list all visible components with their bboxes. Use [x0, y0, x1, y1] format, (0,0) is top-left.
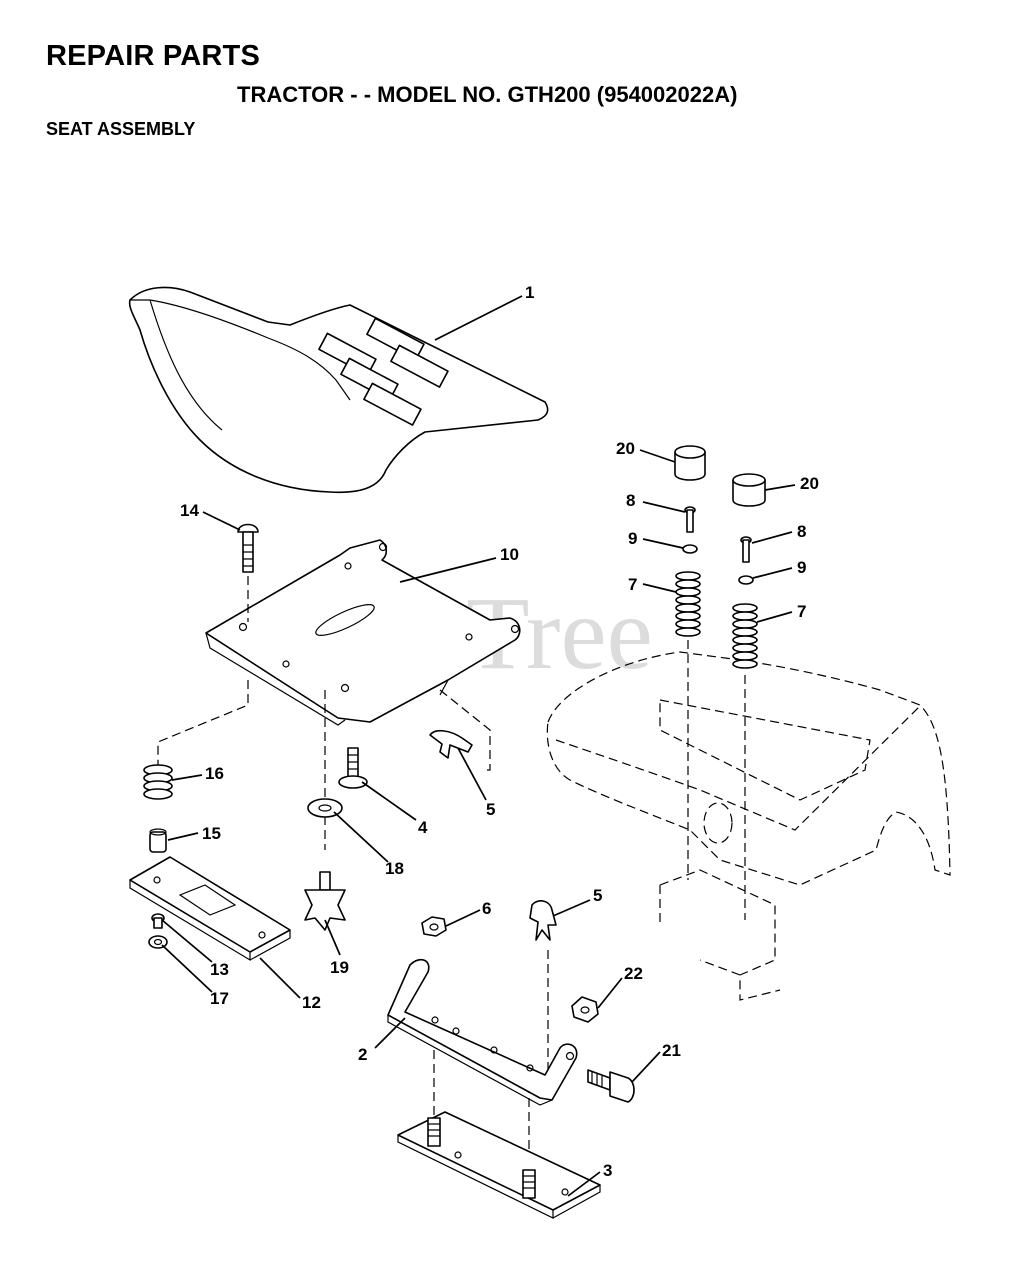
spring	[143, 764, 173, 800]
callout-5a: 5	[486, 800, 495, 819]
model-subtitle: TRACTOR - - MODEL NO. GTH200 (954002022A…	[237, 82, 738, 107]
callout-22: 22	[624, 964, 643, 983]
callout-1: 1	[525, 283, 534, 302]
callout-13: 13	[210, 960, 229, 979]
fender-outline	[546, 651, 951, 1001]
callout-17: 17	[210, 989, 229, 1008]
washer-left	[682, 544, 698, 554]
bolt-and-nut	[148, 913, 168, 949]
adjust-bracket	[129, 856, 291, 962]
bushing-left	[674, 445, 706, 481]
seat	[128, 286, 549, 494]
callout-15: 15	[202, 824, 221, 843]
nut	[421, 916, 447, 937]
seat-pan	[205, 539, 521, 726]
callout-6: 6	[482, 899, 491, 918]
callout-18: 18	[385, 859, 404, 878]
callout-2: 2	[358, 1045, 367, 1064]
callout-21: 21	[662, 1041, 681, 1060]
carriage-bolt	[237, 523, 259, 573]
pivot-bracket	[387, 958, 578, 1106]
coil-spring-left	[675, 571, 701, 637]
callout-12: 12	[302, 993, 321, 1012]
callout-8b: 8	[797, 522, 806, 541]
leader-lines	[161, 295, 796, 1197]
callout-7a: 7	[628, 575, 637, 594]
callout-10: 10	[500, 545, 519, 564]
callout-7b: 7	[797, 602, 806, 621]
assembly-lines	[157, 576, 746, 1160]
shoulder-bolt	[338, 747, 368, 789]
callout-20b: 20	[800, 474, 819, 493]
washer	[307, 798, 343, 818]
spacer	[149, 828, 167, 853]
clip-lower	[529, 900, 557, 941]
callout-14: 14	[180, 501, 199, 520]
washer-right	[738, 575, 754, 585]
callout-9b: 9	[797, 558, 806, 577]
callout-16: 16	[205, 764, 224, 783]
section-title: SEAT ASSEMBLY	[46, 119, 196, 139]
callouts: 1 10 14 16 15 4 5 18 19 13 17 12 6 5 22 …	[180, 283, 819, 1180]
mounting-plate	[397, 1111, 601, 1219]
coil-spring-right	[732, 603, 758, 669]
callout-3: 3	[603, 1161, 612, 1180]
callout-20a: 20	[616, 439, 635, 458]
screw-right	[740, 536, 752, 563]
callout-4: 4	[418, 818, 428, 837]
callout-5b: 5	[593, 886, 602, 905]
pivot-bolt	[587, 1069, 635, 1103]
page-title: REPAIR PARTS	[46, 40, 261, 72]
bushing-right	[732, 473, 766, 507]
callout-8a: 8	[626, 491, 635, 510]
callout-19: 19	[330, 958, 349, 977]
screw-left	[684, 506, 696, 533]
locknut	[571, 996, 599, 1023]
callout-9a: 9	[628, 529, 637, 548]
clip	[429, 729, 473, 759]
